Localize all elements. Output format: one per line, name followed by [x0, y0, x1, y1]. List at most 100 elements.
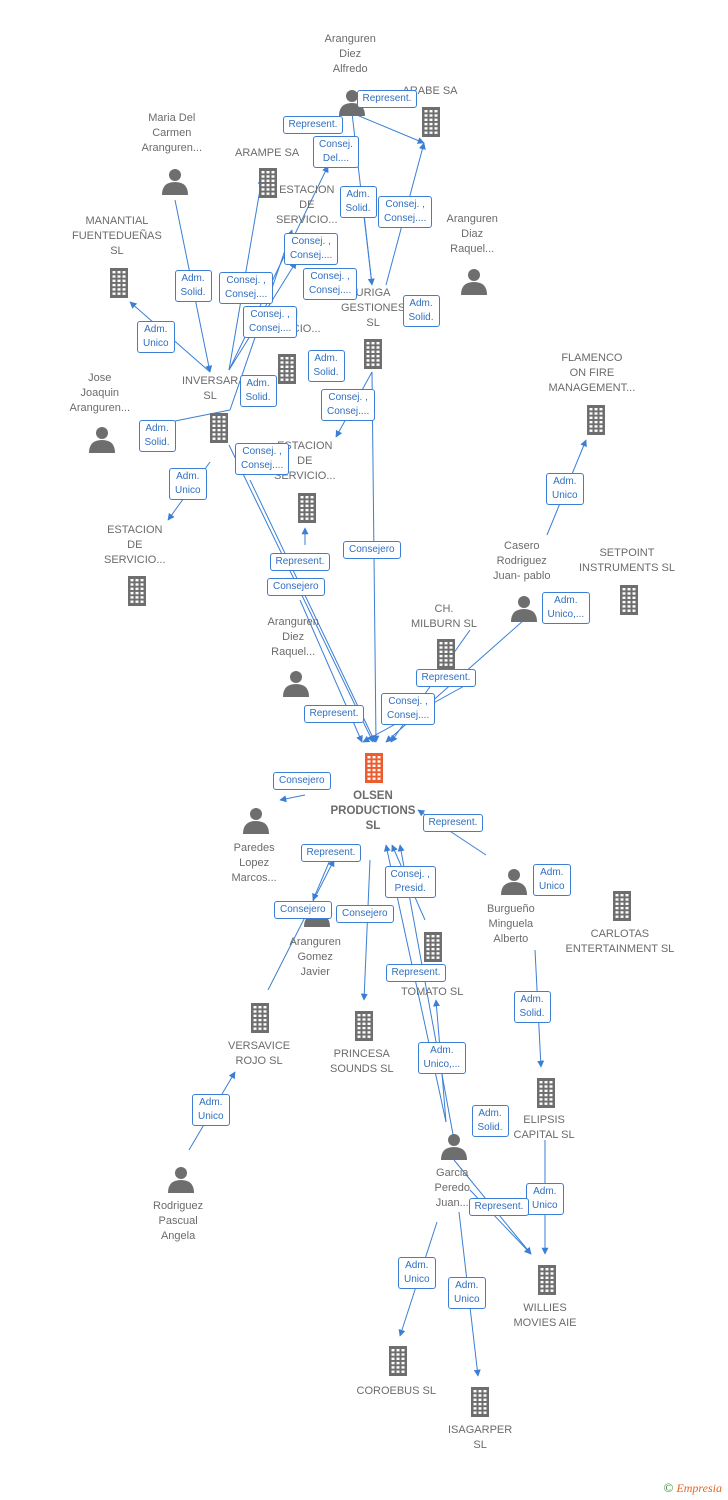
relation-badge[interactable]: Adm. Solid.	[138, 420, 176, 452]
company-label[interactable]: ESTACION DE SERVICIO...	[276, 183, 338, 226]
person-icon[interactable]	[283, 671, 309, 697]
person-icon[interactable]	[162, 169, 188, 195]
relation-badge[interactable]: Consej. , Presid.	[384, 866, 436, 898]
relation-badge[interactable]: Represent.	[303, 705, 365, 723]
relation-badge[interactable]: Consej. , Consej....	[219, 272, 274, 304]
relation-badge[interactable]: Adm. Unico,...	[417, 1042, 467, 1074]
relation-badge[interactable]: Adm. Unico,...	[541, 592, 591, 624]
company-icon[interactable]	[424, 932, 442, 962]
relation-badge[interactable]: Adm. Solid.	[239, 375, 277, 407]
company-icon[interactable]	[537, 1078, 555, 1108]
relation-badge[interactable]: Adm. Solid.	[307, 350, 345, 382]
person-label[interactable]: Aranguren Diez Raquel...	[267, 615, 319, 658]
relation-badge[interactable]: Adm. Unico	[533, 864, 571, 896]
relation-badge[interactable]: Represent.	[415, 669, 477, 687]
company-icon[interactable]	[278, 354, 296, 384]
company-icon[interactable]	[538, 1265, 556, 1295]
person-label[interactable]: Jose Joaquin Aranguren...	[69, 371, 131, 414]
relation-badge[interactable]: Consej. , Consej....	[243, 306, 298, 338]
relation-badge[interactable]: Adm. Solid.	[339, 186, 377, 218]
company-label[interactable]: WILLIES MOVIES AIE	[513, 1302, 577, 1329]
person-label[interactable]: Aranguren Gomez Javier	[289, 935, 341, 978]
company-icon[interactable]	[364, 339, 382, 369]
company-label[interactable]: COROEBUS SL	[356, 1384, 436, 1397]
company-icon[interactable]	[128, 576, 146, 606]
company-label[interactable]: SETPOINT INSTRUMENTS SL	[579, 547, 675, 574]
relation-badge[interactable]: Consej. , Consej....	[284, 233, 339, 265]
relation-badge[interactable]: Adm. Unico	[448, 1277, 486, 1309]
company-label[interactable]: ISAGARPER SL	[448, 1424, 513, 1451]
person-icon[interactable]	[168, 1167, 194, 1193]
company-label[interactable]: PRINCESA SOUNDS SL	[330, 1048, 394, 1075]
relation-badge[interactable]: Adm. Unico	[546, 473, 584, 505]
relation-badge[interactable]: Adm. Solid.	[471, 1105, 509, 1137]
relation-badge[interactable]: Consej. , Consej....	[321, 389, 376, 421]
relation-badge[interactable]: Adm. Unico	[398, 1257, 436, 1289]
person-icon[interactable]	[89, 427, 115, 453]
relation-badge[interactable]: Adm. Unico	[169, 468, 207, 500]
company-label[interactable]: TOMATO SL	[401, 985, 464, 998]
person-label[interactable]: Burgueño Minguela Alberto	[487, 902, 535, 945]
relation-badge[interactable]: Represent.	[468, 1198, 530, 1216]
relation-badge[interactable]: Consejero	[336, 905, 394, 923]
company-icon[interactable]	[259, 168, 277, 198]
company-label[interactable]: MANANTIAL FUENTEDUEÑAS SL	[72, 214, 162, 257]
relation-badge[interactable]: Adm. Solid.	[513, 991, 551, 1023]
company-icon[interactable]	[620, 585, 638, 615]
company-icon[interactable]	[587, 405, 605, 435]
relation-badge[interactable]: Represent.	[269, 553, 331, 571]
person-icon[interactable]	[461, 269, 487, 295]
relation-badge[interactable]: Adm. Unico	[192, 1094, 230, 1126]
person-label[interactable]: Casero Rodriguez Juan- pablo	[493, 539, 551, 582]
person-label[interactable]: Aranguren Diaz Raquel...	[446, 212, 498, 255]
company-icon[interactable]	[355, 1011, 373, 1041]
relation-badge[interactable]: Consejero	[274, 901, 332, 919]
relation-badge[interactable]: Consej. , Consej....	[381, 693, 436, 725]
company-label[interactable]: ESTACION DE SERVICIO...	[104, 523, 166, 566]
company-label[interactable]: CARLOTAS ENTERTAINMENT SL	[565, 928, 675, 955]
company-label[interactable]: CH. MILBURN SL	[411, 603, 478, 630]
company-icon[interactable]	[110, 268, 128, 298]
person-icon[interactable]	[511, 596, 537, 622]
company-label[interactable]: URIGA GESTIONES SL	[341, 286, 406, 329]
company-label[interactable]: INVERSAR SL	[182, 375, 239, 402]
relation-badge[interactable]: Consejero	[273, 772, 331, 790]
person-icon[interactable]	[501, 869, 527, 895]
person-label[interactable]: Garcia Peredo Juan...	[434, 1166, 470, 1209]
relation-badge[interactable]: Consejero	[267, 578, 325, 596]
company-label[interactable]: ESTACION DE SERVICIO...	[274, 439, 336, 482]
company-label[interactable]: ELIPSIS CAPITAL SL	[513, 1114, 575, 1141]
person-icon[interactable]	[441, 1134, 467, 1160]
relation-badge[interactable]: Consejero	[343, 541, 401, 559]
relation-badge[interactable]: Represent.	[300, 844, 362, 862]
relation-badge[interactable]: Consej. , Consej....	[378, 196, 433, 228]
relation-badge[interactable]: Consej. , Consej....	[303, 268, 358, 300]
relation-badge[interactable]: Represent.	[422, 814, 484, 832]
company-label[interactable]: ARAMPE SA	[235, 146, 300, 159]
relation-badge[interactable]: Adm. Unico	[526, 1183, 564, 1215]
relation-badge[interactable]: Adm. Solid.	[174, 270, 212, 302]
person-label[interactable]: Aranguren Diez Alfredo	[324, 32, 376, 75]
company-label[interactable]: OLSEN PRODUCTIONS SL	[330, 789, 416, 832]
company-icon[interactable]	[471, 1387, 489, 1417]
company-label[interactable]: VERSAVICE ROJO SL	[228, 1040, 291, 1067]
company-icon[interactable]	[422, 107, 440, 137]
company-icon[interactable]	[251, 1003, 269, 1033]
relation-badge[interactable]: Represent.	[282, 116, 344, 134]
company-icon[interactable]	[437, 639, 455, 669]
center-company-icon[interactable]	[365, 753, 383, 783]
company-label[interactable]: FLAMENCO ON FIRE MANAGEMENT...	[548, 351, 636, 394]
person-label[interactable]: Maria Del Carmen Aranguren...	[141, 111, 203, 154]
relation-badge[interactable]: Represent.	[356, 90, 418, 108]
relation-badge[interactable]: Represent.	[385, 964, 447, 982]
company-icon[interactable]	[389, 1346, 407, 1376]
company-icon[interactable]	[298, 493, 316, 523]
relation-badge[interactable]: Adm. Unico	[137, 321, 175, 353]
relation-badge[interactable]: Consej. Del....	[313, 136, 359, 168]
person-icon[interactable]	[243, 808, 269, 834]
person-label[interactable]: Rodriguez Pascual Angela	[153, 1199, 204, 1242]
relation-badge[interactable]: Consej. , Consej....	[235, 443, 290, 475]
company-icon[interactable]	[613, 891, 631, 921]
relation-badge[interactable]: Adm. Solid.	[402, 295, 440, 327]
company-icon[interactable]	[210, 413, 228, 443]
